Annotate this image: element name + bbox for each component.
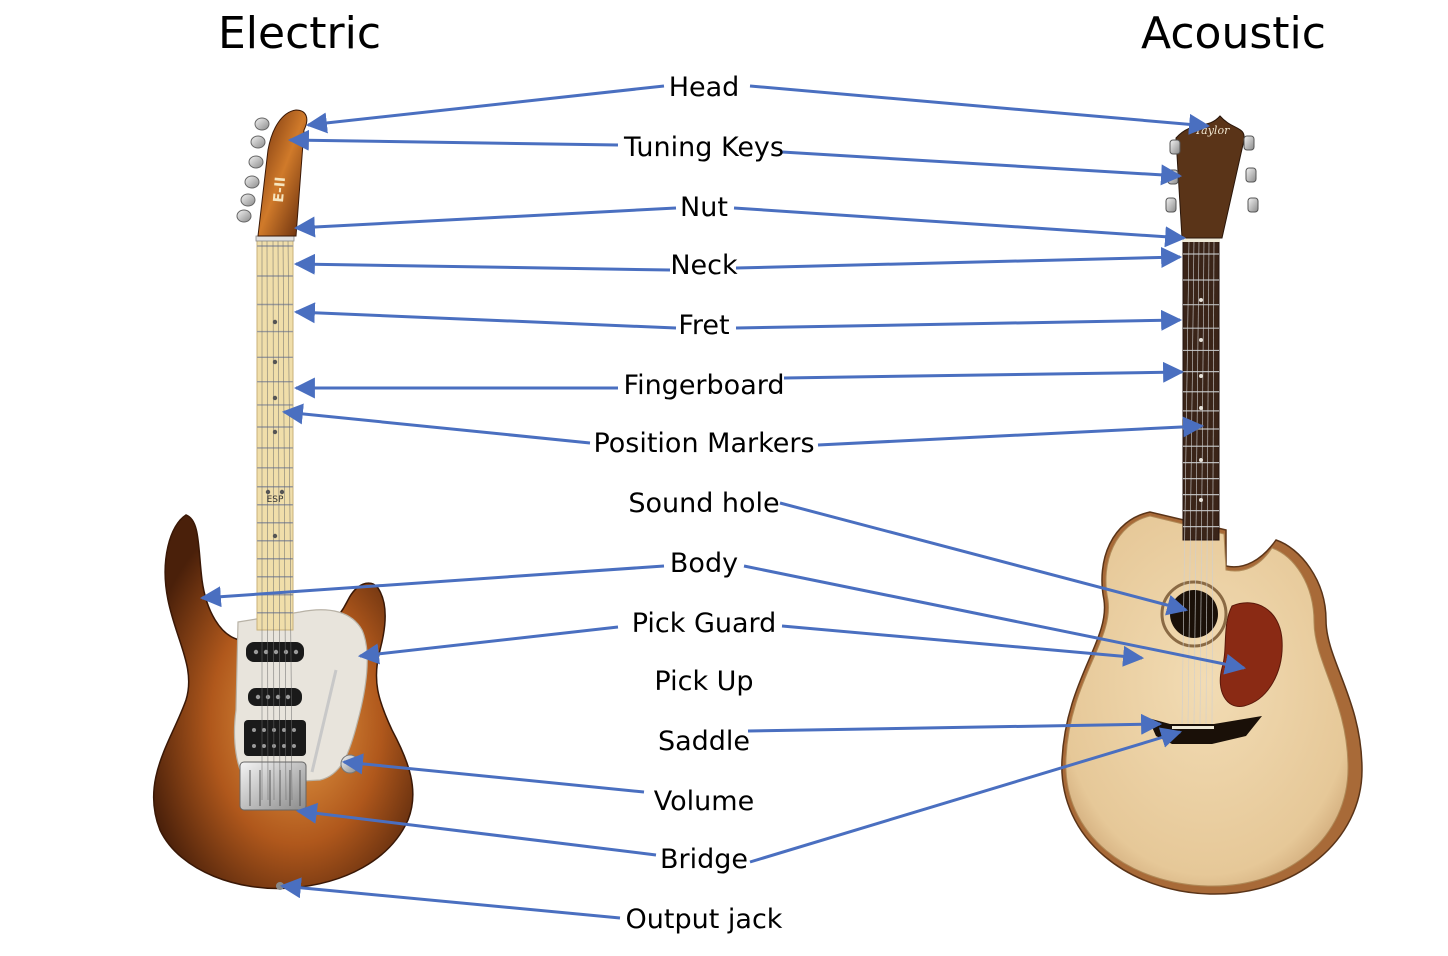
acoustic-headstock — [1175, 115, 1245, 239]
electric-pickup-middle — [248, 688, 302, 706]
arrow-electric-body — [199, 564, 665, 608]
electric-frets — [257, 245, 293, 614]
electric-nut — [255, 235, 295, 242]
arrow-electric-output-jack — [279, 877, 621, 920]
arrow-acoustic-saddle — [747, 713, 1163, 735]
arrow-electric-nut — [293, 206, 677, 238]
label-position-markers: Position Markers — [593, 428, 815, 459]
callout-arrows — [199, 84, 1247, 920]
electric-title: Electric — [218, 8, 382, 59]
electric-pickup-bridge — [244, 720, 306, 756]
arrow-acoustic-body — [743, 564, 1247, 675]
arrow-electric-pick-guard — [357, 625, 619, 665]
electric-fretboard-logo: ESP — [267, 495, 284, 505]
arrow-electric-neck — [293, 253, 671, 275]
arrow-electric-bridge — [295, 802, 657, 857]
electric-tuning-keys — [236, 117, 270, 223]
label-nut: Nut — [680, 192, 728, 223]
arrow-acoustic-position-markers — [817, 416, 1205, 447]
arrow-electric-tuning-keys — [287, 129, 619, 151]
arrow-acoustic-bridge — [749, 727, 1183, 864]
label-volume: Volume — [653, 786, 755, 817]
arrow-acoustic-neck — [735, 246, 1183, 270]
acoustic-saddle — [1172, 726, 1214, 729]
arrow-electric-fret — [293, 302, 677, 330]
acoustic-position-markers — [1199, 298, 1203, 502]
arrow-acoustic-fret — [735, 309, 1183, 331]
arrow-electric-position-markers — [281, 403, 591, 445]
label-bridge: Bridge — [659, 844, 748, 875]
label-pick-up: Pick Up — [654, 666, 754, 697]
electric-tremolo-arm — [310, 669, 338, 773]
label-saddle: Saddle — [657, 726, 751, 757]
electric-position-markers — [265, 319, 285, 539]
arrow-acoustic-sound-hole — [779, 501, 1189, 616]
acoustic-body-top — [1065, 515, 1349, 887]
arrow-acoustic-tuning-keys — [781, 150, 1183, 186]
arrow-acoustic-pick-guard — [781, 624, 1145, 667]
electric-guitar: ESP E-II — [152, 109, 414, 890]
label-head: Head — [668, 72, 740, 103]
acoustic-pickguard — [1219, 602, 1283, 707]
label-fret: Fret — [678, 310, 730, 341]
acoustic-tuning-keys — [1165, 135, 1259, 213]
label-sound-hole: Sound hole — [628, 488, 780, 519]
label-pick-guard: Pick Guard — [631, 608, 777, 639]
arrow-electric-head — [305, 84, 665, 134]
arrow-electric-volume — [341, 753, 645, 794]
label-neck: Neck — [670, 250, 738, 281]
label-tuning-keys: Tuning Keys — [624, 132, 784, 163]
acoustic-nut — [1182, 238, 1220, 242]
arrow-acoustic-nut — [733, 206, 1187, 248]
arrow-acoustic-head — [749, 84, 1211, 135]
arrow-acoustic-fingerboard — [783, 361, 1185, 383]
label-fingerboard: Fingerboard — [623, 370, 785, 401]
electric-headstock-logo: E-II — [271, 176, 289, 203]
label-body: Body — [669, 548, 739, 579]
acoustic-rosette — [1160, 580, 1228, 648]
acoustic-guitar: Taylor — [1061, 115, 1363, 895]
label-output-jack: Output jack — [625, 904, 783, 935]
acoustic-sound-hole — [1170, 590, 1218, 638]
acoustic-title: Acoustic — [1141, 8, 1326, 59]
